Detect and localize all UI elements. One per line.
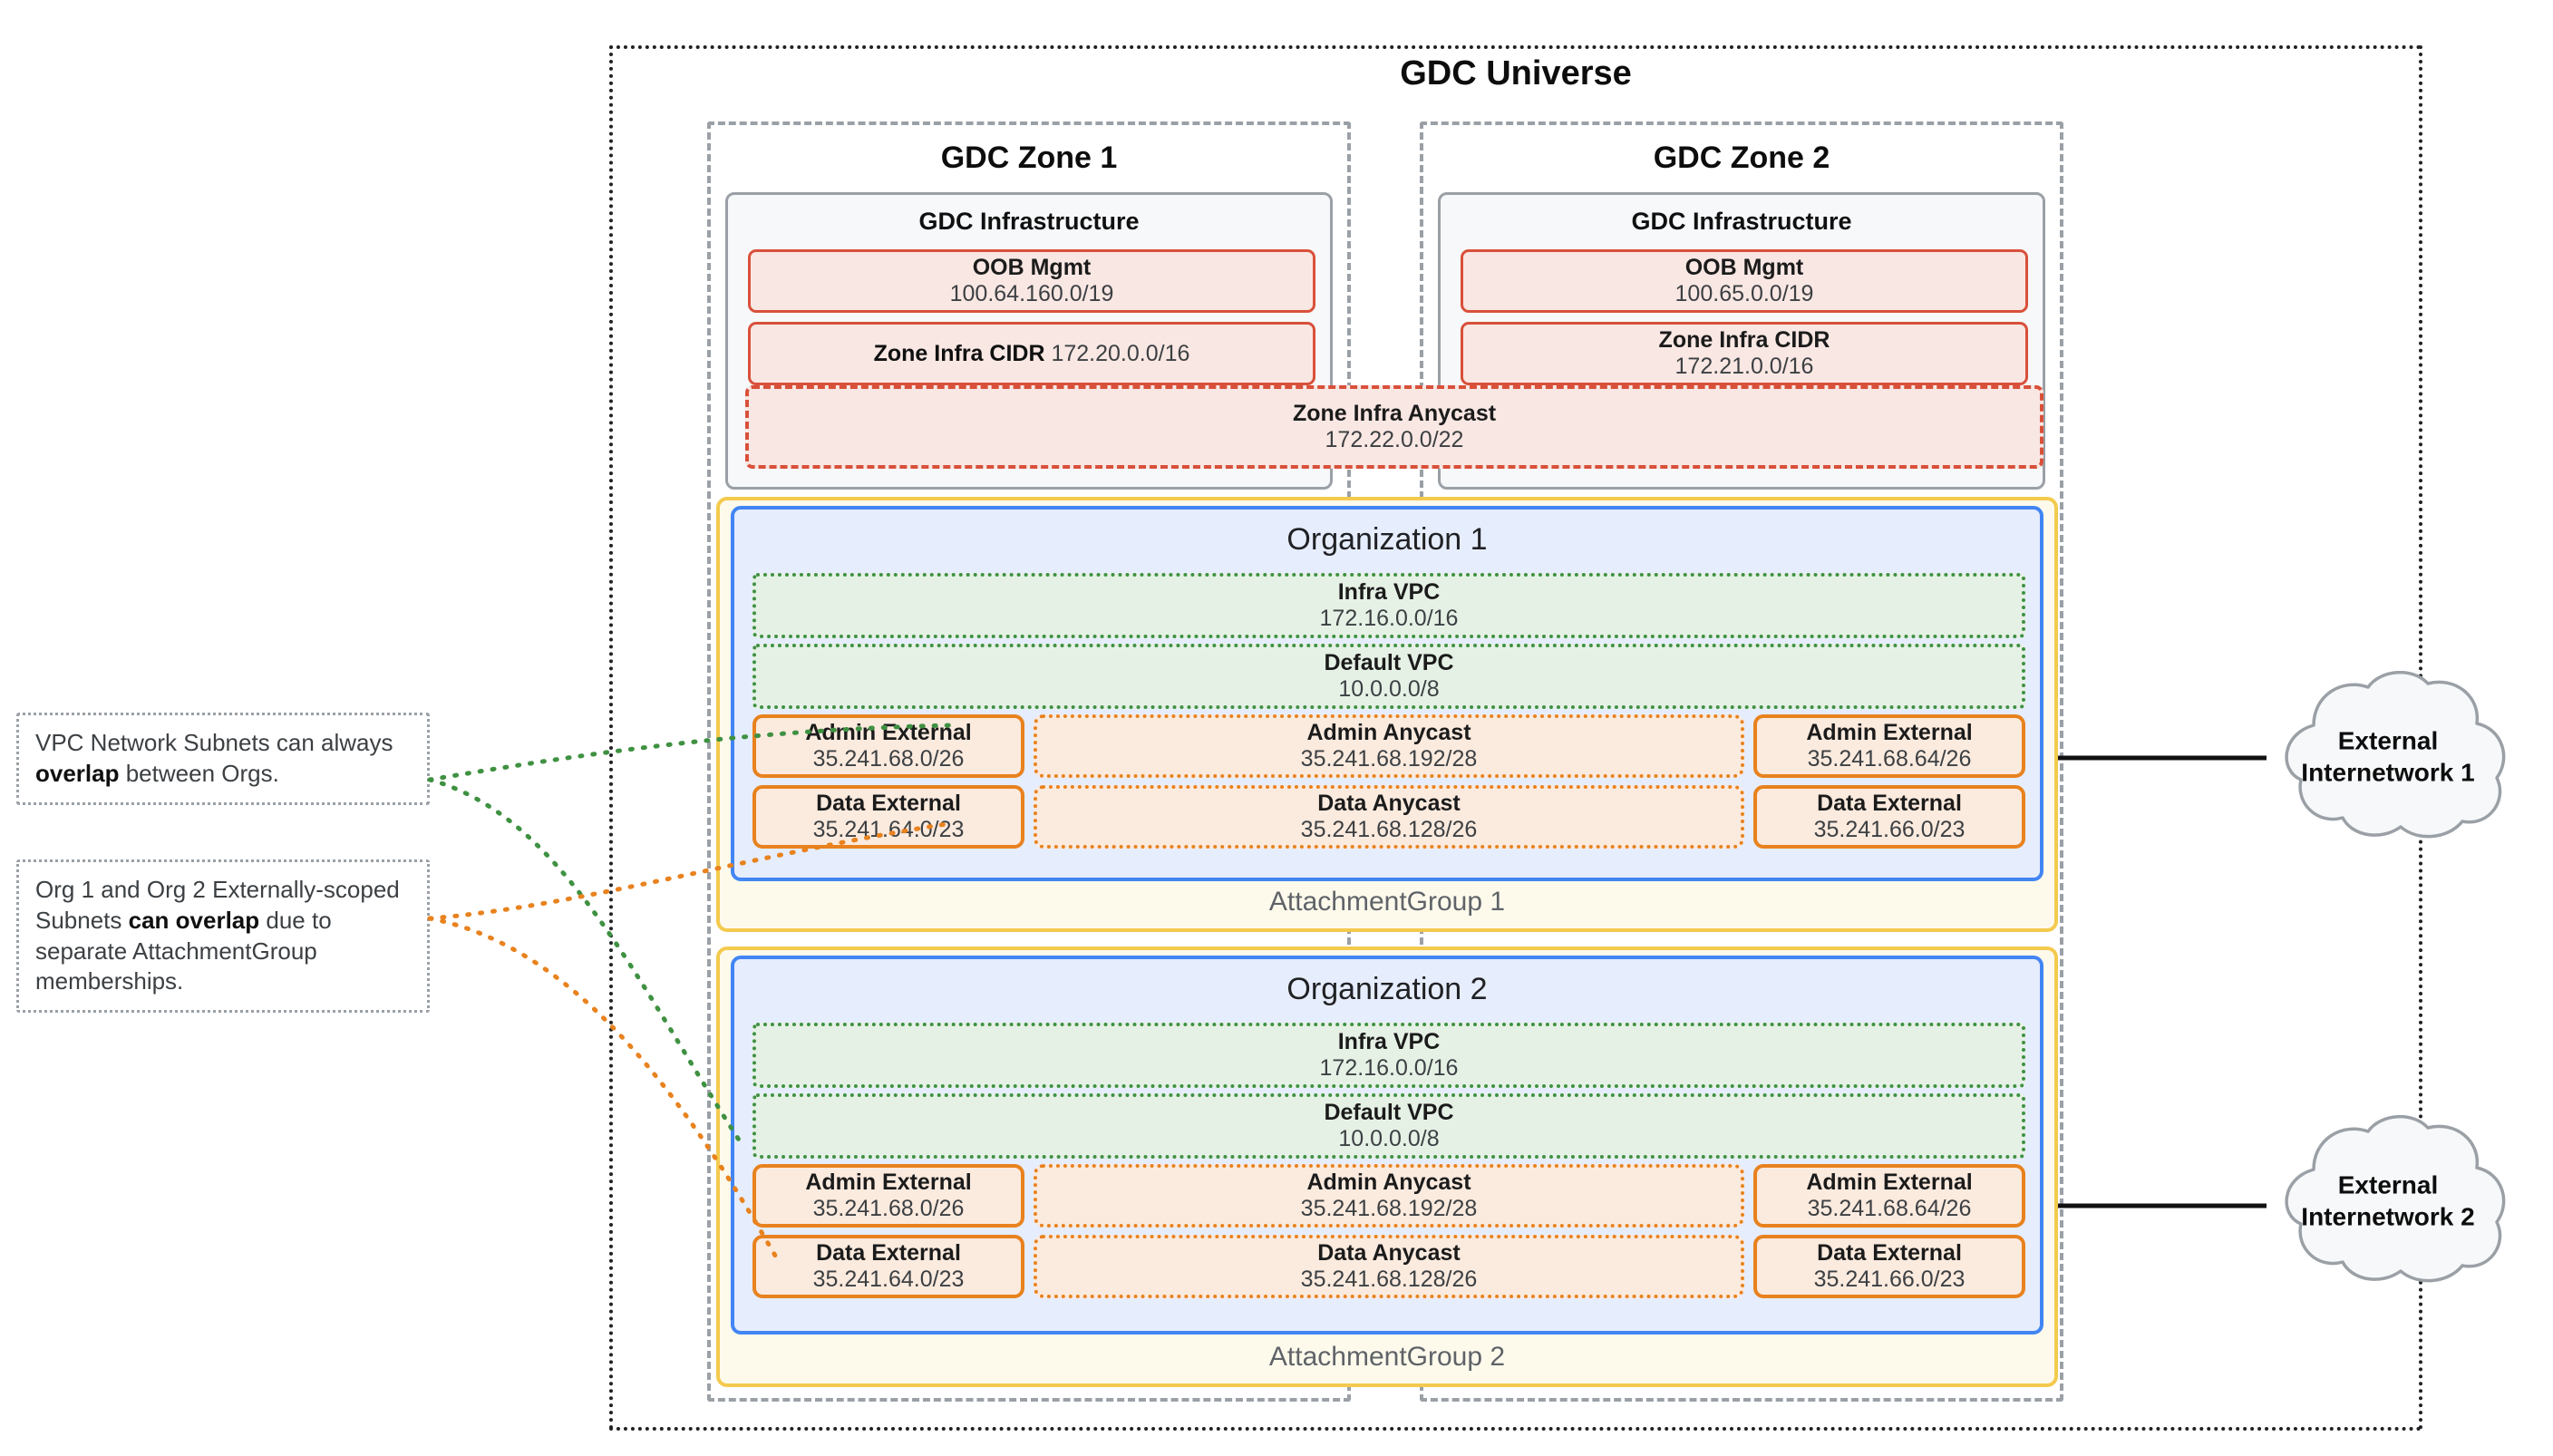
external-internetwork-1-cloud: External Internetwork 1 xyxy=(2252,671,2524,843)
infra-vpc-label-org-2: Infra VPC xyxy=(1337,1028,1441,1054)
data-external-right-cidr-org-2: 35.241.66.0/23 xyxy=(1813,1267,1966,1292)
data-external-left-label-org-2: Data External xyxy=(816,1239,961,1266)
admin-external-left-org-2: Admin External 35.241.68.0/26 xyxy=(752,1164,1024,1228)
infra-vpc-org-2: Infra VPC 172.16.0.0/16 xyxy=(752,1023,2025,1088)
data-external-right-label-org-1: Data External xyxy=(1817,790,1962,816)
admin-external-left-label-org-2: Admin External xyxy=(805,1169,972,1195)
note-vpc-overlap: VPC Network Subnets can always overlap b… xyxy=(16,713,430,805)
zone-infra-cidr-zone-1: Zone Infra CIDR 172.20.0.0/16 xyxy=(748,322,1315,385)
data-external-left-org-2: Data External 35.241.64.0/23 xyxy=(752,1235,1024,1298)
default-vpc-cidr-org-1: 10.0.0.0/8 xyxy=(1338,676,1440,702)
default-vpc-label-org-2: Default VPC xyxy=(1324,1099,1454,1125)
admin-external-right-label-org-2: Admin External xyxy=(1806,1169,1973,1195)
admin-external-left-cidr-org-2: 35.241.68.0/26 xyxy=(812,1196,965,1221)
zone-infra-cidr-value-zone-2: 172.21.0.0/16 xyxy=(1674,354,1814,379)
oob-mgmt-label-zone-2: OOB Mgmt xyxy=(1684,254,1804,280)
admin-anycast-org-1: Admin Anycast 35.241.68.192/28 xyxy=(1034,714,1744,778)
infra-vpc-org-1: Infra VPC 172.16.0.0/16 xyxy=(752,573,2025,638)
organization-2-title: Organization 2 xyxy=(1286,972,1488,1006)
admin-external-right-org-2: Admin External 35.241.68.64/26 xyxy=(1753,1164,2025,1228)
admin-external-right-cidr-org-1: 35.241.68.64/26 xyxy=(1807,746,1972,772)
data-anycast-cidr-org-1: 35.241.68.128/26 xyxy=(1300,817,1478,842)
admin-anycast-cidr-org-2: 35.241.68.192/28 xyxy=(1300,1196,1478,1221)
attachment-group-1-label: AttachmentGroup 1 xyxy=(1268,887,1506,917)
organization-1-title: Organization 1 xyxy=(1286,522,1488,557)
admin-external-right-label-org-1: Admin External xyxy=(1806,719,1973,745)
oob-mgmt-zone-1: OOB Mgmt 100.64.160.0/19 xyxy=(748,249,1315,313)
zone-infra-anycast: Zone Infra Anycast 172.22.0.0/22 xyxy=(745,385,2043,469)
data-anycast-org-2: Data Anycast 35.241.68.128/26 xyxy=(1034,1235,1744,1298)
data-external-right-org-1: Data External 35.241.66.0/23 xyxy=(1753,785,2025,849)
external-internetwork-2-cloud: External Internetwork 2 xyxy=(2252,1115,2524,1287)
organization-1: Organization 1 Infra VPC 172.16.0.0/16 D… xyxy=(731,506,2043,881)
default-vpc-cidr-org-2: 10.0.0.0/8 xyxy=(1338,1126,1440,1151)
data-external-left-label-org-1: Data External xyxy=(816,790,961,816)
data-external-left-cidr-org-2: 35.241.64.0/23 xyxy=(812,1267,965,1292)
default-vpc-org-1: Default VPC 10.0.0.0/8 xyxy=(752,644,2025,709)
infra-vpc-cidr-org-2: 172.16.0.0/16 xyxy=(1319,1055,1459,1081)
note-1-post: between Orgs. xyxy=(119,759,279,787)
data-external-right-cidr-org-1: 35.241.66.0/23 xyxy=(1813,817,1966,842)
note-1-strong: overlap xyxy=(35,759,120,787)
note-1-pre: VPC Network Subnets can always xyxy=(35,729,393,756)
oob-mgmt-label-zone-1: OOB Mgmt xyxy=(972,254,1092,280)
admin-anycast-cidr-org-1: 35.241.68.192/28 xyxy=(1300,746,1478,772)
admin-external-left-label-org-1: Admin External xyxy=(805,719,972,745)
oob-mgmt-cidr-zone-1: 100.64.160.0/19 xyxy=(949,281,1114,306)
zone-infra-cidr-label-zone-2: Zone Infra CIDR xyxy=(1658,326,1830,353)
universe-title: GDC Universe xyxy=(1400,54,1632,92)
attachment-group-2-label: AttachmentGroup 2 xyxy=(1268,1342,1506,1372)
note-2-pre: Org 1 and Org 2 Externally-scoped Subnet… xyxy=(35,876,400,934)
infra-vpc-cidr-org-1: 172.16.0.0/16 xyxy=(1319,606,1459,631)
admin-external-right-cidr-org-2: 35.241.68.64/26 xyxy=(1807,1196,1972,1221)
default-vpc-label-org-1: Default VPC xyxy=(1324,649,1454,675)
note-external-scoped-overlap: Org 1 and Org 2 Externally-scoped Subnet… xyxy=(16,859,430,1014)
gdc-zone-1-title: GDC Zone 1 xyxy=(940,141,1118,175)
data-anycast-cidr-org-2: 35.241.68.128/26 xyxy=(1300,1267,1478,1292)
oob-mgmt-cidr-zone-2: 100.65.0.0/19 xyxy=(1674,281,1814,306)
data-anycast-org-1: Data Anycast 35.241.68.128/26 xyxy=(1034,785,1744,849)
zone-infra-anycast-cidr: 172.22.0.0/22 xyxy=(1325,427,1464,452)
note-2-strong: can overlap xyxy=(128,906,260,934)
data-external-right-label-org-2: Data External xyxy=(1817,1239,1962,1266)
admin-anycast-label-org-1: Admin Anycast xyxy=(1306,719,1471,745)
infra-vpc-label-org-1: Infra VPC xyxy=(1337,578,1441,605)
data-external-left-org-1: Data External 35.241.64.0/23 xyxy=(752,785,1024,849)
admin-external-left-cidr-org-1: 35.241.68.0/26 xyxy=(812,746,965,772)
data-external-right-org-2: Data External 35.241.66.0/23 xyxy=(1753,1235,2025,1298)
admin-external-right-org-1: Admin External 35.241.68.64/26 xyxy=(1753,714,2025,778)
zone-infra-anycast-label: Zone Infra Anycast xyxy=(1292,400,1497,426)
cloud-icon xyxy=(2285,671,2506,839)
admin-anycast-label-org-2: Admin Anycast xyxy=(1306,1169,1471,1195)
admin-external-left-org-1: Admin External 35.241.68.0/26 xyxy=(752,714,1024,778)
default-vpc-org-2: Default VPC 10.0.0.0/8 xyxy=(752,1093,2025,1159)
organization-2: Organization 2 Infra VPC 172.16.0.0/16 D… xyxy=(731,956,2043,1335)
data-anycast-label-org-1: Data Anycast xyxy=(1317,790,1461,816)
admin-anycast-org-2: Admin Anycast 35.241.68.192/28 xyxy=(1034,1164,1744,1228)
cloud-icon xyxy=(2285,1115,2506,1283)
zone-infra-cidr-zone-2: Zone Infra CIDR 172.21.0.0/16 xyxy=(1461,322,2028,385)
gdc-zone-2-title: GDC Zone 2 xyxy=(1653,141,1830,175)
data-anycast-label-org-2: Data Anycast xyxy=(1317,1239,1461,1266)
zone-infra-cidr-label-zone-1: Zone Infra CIDR xyxy=(873,340,1045,366)
zone-infra-cidr-value-zone-1: 172.20.0.0/16 xyxy=(1051,340,1190,366)
oob-mgmt-zone-2: OOB Mgmt 100.65.0.0/19 xyxy=(1461,249,2028,313)
zone-infra-cidr-inline-zone-1: Zone Infra CIDR 172.20.0.0/16 xyxy=(874,341,1190,367)
infra-title-zone-1: GDC Infrastructure xyxy=(918,208,1140,235)
note-2-post: due to separate AttachmentGroup membersh… xyxy=(35,906,332,995)
infra-title-zone-2: GDC Infrastructure xyxy=(1631,208,1852,235)
data-external-left-cidr-org-1: 35.241.64.0/23 xyxy=(812,817,965,842)
